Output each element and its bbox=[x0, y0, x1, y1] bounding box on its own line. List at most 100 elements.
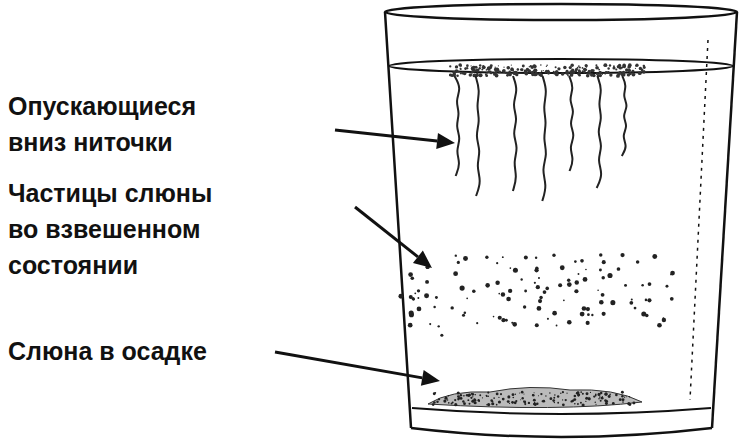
foam-speck bbox=[471, 70, 474, 73]
foam-speck bbox=[557, 67, 560, 70]
particle bbox=[552, 253, 555, 256]
sediment-speck bbox=[507, 395, 510, 398]
particle bbox=[580, 259, 584, 263]
particle bbox=[414, 292, 416, 294]
particle bbox=[417, 289, 420, 292]
particle bbox=[585, 269, 587, 271]
foam-speck bbox=[488, 71, 490, 73]
glass-wall bbox=[712, 12, 737, 428]
arrow-head bbox=[421, 370, 440, 386]
sediment-speck bbox=[433, 392, 436, 395]
foam-speck bbox=[533, 65, 537, 69]
foam-speck bbox=[641, 69, 644, 72]
particle bbox=[599, 253, 602, 256]
particle bbox=[624, 284, 627, 287]
foam-speck bbox=[561, 72, 565, 76]
sediment-speck bbox=[536, 402, 539, 405]
particle bbox=[453, 271, 458, 276]
particle bbox=[535, 256, 537, 258]
particle bbox=[647, 298, 651, 302]
sediment-speck bbox=[549, 397, 552, 400]
sediment-speck bbox=[595, 401, 596, 402]
foam-speck bbox=[612, 66, 615, 69]
sediment-speck bbox=[520, 399, 521, 400]
callout-label: Частицы слюны во взвешенном состоянии bbox=[8, 175, 248, 283]
particle bbox=[648, 282, 652, 286]
foam-speck bbox=[563, 66, 567, 70]
foam-speck bbox=[495, 74, 499, 78]
foam-speck bbox=[471, 66, 475, 70]
sediment-speck bbox=[457, 391, 460, 394]
foam-speck bbox=[479, 64, 482, 67]
particle bbox=[652, 254, 657, 259]
particle bbox=[591, 314, 593, 316]
foam-speck bbox=[566, 70, 569, 73]
foam-speck bbox=[555, 73, 559, 77]
foam-speck bbox=[472, 66, 475, 69]
sediment-speck bbox=[540, 393, 542, 395]
sediment-speck bbox=[577, 393, 580, 396]
particle bbox=[537, 306, 542, 311]
sediment-speck bbox=[502, 398, 504, 400]
sediment-speck bbox=[627, 402, 630, 405]
foam-speck bbox=[555, 66, 557, 68]
sediment-speck bbox=[498, 397, 499, 398]
particle bbox=[547, 318, 549, 320]
particle bbox=[657, 323, 662, 328]
foam-speck bbox=[455, 65, 458, 68]
sediment-speck bbox=[534, 392, 535, 393]
foam-speck bbox=[577, 73, 580, 76]
sediment-speck bbox=[512, 393, 515, 396]
foam-speck bbox=[472, 69, 473, 70]
sediment-speck bbox=[496, 393, 499, 396]
foam-speck bbox=[622, 71, 625, 74]
sediment-speck bbox=[454, 403, 457, 406]
particle bbox=[534, 282, 536, 284]
foam-speck bbox=[490, 64, 493, 67]
foam-speck bbox=[517, 69, 519, 71]
particle bbox=[524, 255, 528, 259]
particle bbox=[462, 314, 465, 317]
sediment-speck bbox=[491, 402, 494, 405]
sediment-speck bbox=[615, 394, 618, 397]
foam-speck bbox=[635, 64, 638, 67]
sediment-speck bbox=[552, 399, 555, 402]
particle bbox=[425, 280, 429, 284]
foam-speck bbox=[534, 72, 537, 75]
foam-speck bbox=[585, 68, 587, 70]
particle bbox=[670, 271, 675, 276]
sediment-speck bbox=[621, 395, 623, 397]
sediment-speck bbox=[562, 391, 564, 393]
foam-speck bbox=[456, 75, 459, 78]
foam-speck bbox=[628, 69, 632, 73]
particle bbox=[599, 268, 602, 271]
sediment-speck bbox=[597, 393, 600, 396]
particle bbox=[408, 272, 413, 277]
foam-speck bbox=[543, 70, 544, 71]
particle bbox=[501, 318, 505, 322]
foam-speck bbox=[460, 68, 461, 69]
particle bbox=[463, 256, 468, 261]
particle bbox=[665, 285, 668, 288]
foam-speck bbox=[513, 71, 517, 75]
saliva-thread bbox=[542, 76, 546, 201]
sediment-speck bbox=[542, 400, 545, 403]
foam-speck bbox=[522, 65, 525, 68]
particle bbox=[563, 299, 565, 301]
glass-inner-bottom bbox=[412, 408, 711, 414]
sediment-speck bbox=[580, 391, 582, 393]
foam-speck bbox=[585, 65, 587, 67]
sediment-speck bbox=[462, 400, 464, 402]
particle bbox=[631, 299, 633, 301]
foam-speck bbox=[632, 73, 636, 77]
particle bbox=[485, 283, 490, 288]
saliva-thread bbox=[475, 76, 479, 196]
saliva-thread bbox=[569, 76, 573, 171]
particle bbox=[583, 277, 588, 282]
sediment-speck bbox=[595, 393, 597, 395]
foam-speck bbox=[588, 70, 591, 73]
sediment-speck bbox=[515, 393, 516, 394]
foam-speck bbox=[609, 73, 612, 76]
foam-speck bbox=[567, 73, 569, 75]
foam-speck bbox=[455, 69, 459, 73]
